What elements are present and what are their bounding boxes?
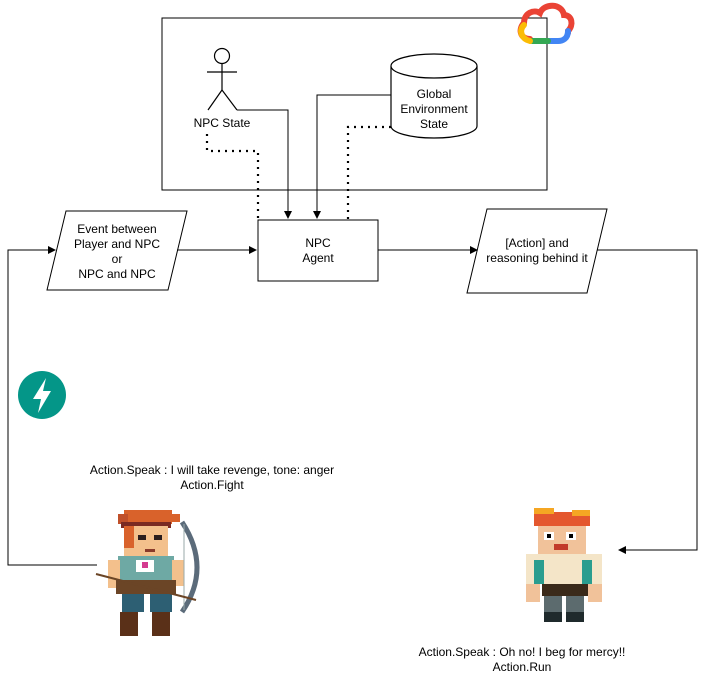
actor-icon (207, 47, 238, 111)
arrow-actor-to-agent (237, 109, 292, 219)
global-env-line-3: State (419, 117, 449, 131)
npc-caption-line-2: Action.Run (492, 660, 552, 674)
action-line-2: reasoning behind it (486, 251, 588, 265)
archer-caption: Action.Speak : I will take revenge, tone… (72, 463, 352, 493)
npc-caption: Action.Speak : Oh no! I beg for mercy!! … (402, 645, 642, 675)
npc-caption-line-1: Action.Speak : Oh no! I beg for mercy!! (418, 645, 626, 659)
npc-state-label: NPC State (193, 116, 251, 130)
database-icon (390, 53, 478, 139)
global-env-line-2: Environment (400, 102, 468, 116)
event-label: Event between Player and NPC or NPC and … (57, 222, 177, 282)
dotted-links (205, 125, 391, 219)
dotted-env-state-link (346, 125, 391, 219)
cloud-environment-box (161, 17, 548, 191)
fastapi-icon (18, 371, 66, 419)
archer-caption-line-1: Action.Speak : I will take revenge, tone… (89, 463, 335, 477)
archer-caption-line-2: Action.Fight (180, 478, 244, 492)
npc-agent-label: NPC Agent (258, 236, 378, 266)
arrow-hero-to-event (7, 246, 97, 566)
archer-character-icon (95, 510, 200, 636)
arrow-db-to-agent (313, 94, 391, 219)
global-environment-state-label: Global Environment State (396, 87, 472, 132)
event-parallelogram (46, 210, 188, 291)
npc-agent-line-2: Agent (302, 251, 334, 265)
npc-agent-line-1: NPC (305, 236, 331, 250)
event-line-3: or (111, 252, 123, 266)
flow-arrows (7, 94, 698, 566)
event-line-2: Player and NPC (73, 237, 161, 251)
action-label: [Action] and reasoning behind it (477, 236, 597, 266)
arrow-action-to-victim (597, 249, 698, 554)
frightened-npc-character-icon (526, 508, 602, 622)
global-env-line-1: Global (416, 87, 452, 101)
dotted-npc-state-link (205, 134, 260, 219)
action-line-1: [Action] and (505, 236, 569, 250)
event-line-1: Event between (77, 222, 157, 236)
event-line-4: NPC and NPC (78, 267, 156, 281)
google-cloud-icon (517, 2, 575, 44)
action-parallelogram (466, 208, 608, 294)
